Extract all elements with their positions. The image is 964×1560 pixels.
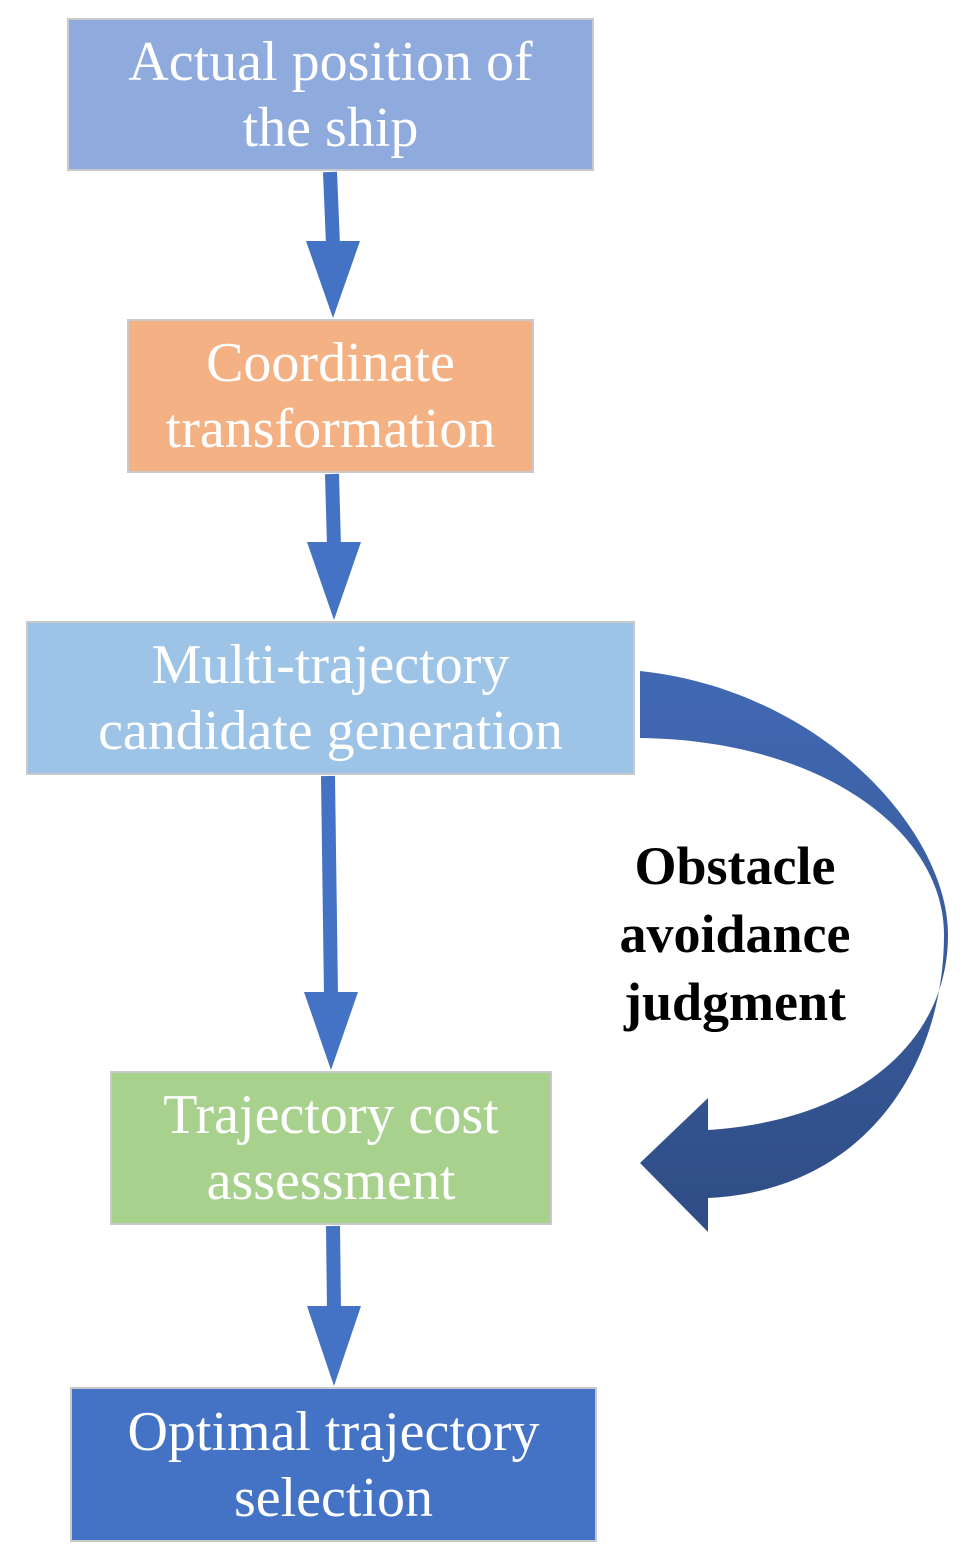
step-actual-position: Actual position of the ship [67, 18, 594, 171]
arrow-2-to-3 [307, 473, 361, 620]
step-actual-position-label: Actual position of the ship [128, 30, 533, 159]
step-cost-assessment: Trajectory cost assessment [110, 1071, 552, 1225]
step-coordinate-transformation: Coordinate transformation [127, 319, 534, 473]
arrow-1-to-2 [306, 171, 360, 318]
obstacle-avoidance-line-3: judgment [623, 972, 846, 1032]
obstacle-avoidance-line-2: avoidance [619, 904, 851, 964]
curved-loop-arrow [640, 671, 948, 1232]
obstacle-avoidance-line-1: Obstacle [634, 836, 836, 896]
step-optimal-selection: Optimal trajectory selection [70, 1387, 597, 1542]
step-candidate-generation: Multi-trajectory candidate generation [26, 621, 635, 775]
step-cost-assessment-label: Trajectory cost assessment [163, 1084, 499, 1212]
arrow-3-to-4 [304, 775, 358, 1070]
obstacle-avoidance-label: Obstacle avoidance judgment [600, 832, 870, 1036]
step-candidate-generation-label: Multi-trajectory candidate generation [98, 634, 563, 762]
step-optimal-selection-label: Optimal trajectory selection [127, 1400, 540, 1529]
arrow-4-to-5 [307, 1225, 361, 1386]
step-coordinate-transformation-label: Coordinate transformation [165, 332, 496, 460]
